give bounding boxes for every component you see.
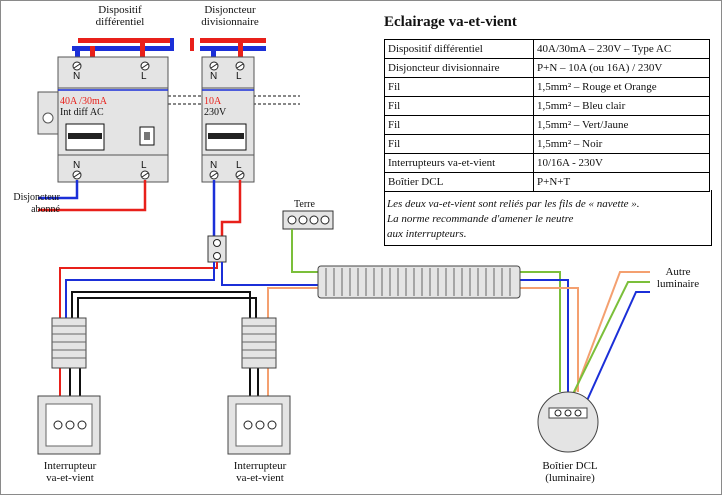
spec-value-cell: P+N – 10A (ou 16A) / 230V	[533, 58, 710, 78]
busbars	[72, 38, 266, 58]
dcl-box[interactable]	[537, 391, 599, 453]
spec-item-cell: Fil	[384, 96, 534, 116]
other-light-label-line1: Autre	[665, 266, 691, 278]
spec-item-cell: Fil	[384, 134, 534, 154]
spec-value-cell: 1,5mm² – Rouge et Orange	[533, 77, 710, 97]
switch2-label: Interrupteur va-et-vient	[218, 460, 302, 484]
breaker-n-bottom: N	[210, 160, 218, 171]
switch1-label-line2: va-et-vient	[46, 472, 94, 484]
diff-l-bottom: L	[141, 160, 147, 171]
spec-value-cell: 40A/30mA – 230V – Type AC	[533, 39, 710, 59]
switch-2[interactable]	[227, 395, 291, 455]
diff-n-bottom: N	[73, 160, 81, 171]
breaker-label-line2: divisionnaire	[201, 16, 259, 28]
breaker-l-top: L	[236, 71, 242, 82]
spec-item-cell: Fil	[384, 115, 534, 135]
other-light-label: Autre luminaire	[648, 266, 708, 290]
spec-title: Eclairage va-et-vient	[384, 14, 517, 30]
switch2-label-line2: va-et-vient	[236, 472, 284, 484]
switch1-label: Interrupteur va-et-vient	[28, 460, 112, 484]
dcl-label-line1: Boîtier DCL	[542, 460, 598, 472]
subscriber-label-line1: Disjoncteur	[13, 192, 60, 203]
dcl-label-line2: (luminaire)	[545, 472, 595, 484]
din-rail	[38, 95, 300, 105]
differential-label-line2: différentiel	[95, 16, 145, 28]
switch-1[interactable]	[37, 395, 101, 455]
breaker-device[interactable]	[201, 56, 255, 183]
spec-item-cell: Fil	[384, 77, 534, 97]
switch2-label-line1: Interrupteur	[233, 460, 287, 472]
earth-label: Terre	[294, 199, 315, 210]
other-light-label-line2: luminaire	[656, 278, 700, 290]
spec-item-cell: Dispositif différentiel	[384, 39, 534, 59]
spec-value-cell: 10/16A - 230V	[533, 153, 710, 173]
subscriber-label-line2: abonné	[31, 204, 60, 215]
diff-n-top: N	[73, 71, 81, 82]
spec-note: Les deux va-et-vient sont reliés par les…	[387, 197, 707, 242]
earth-block	[282, 210, 334, 230]
supply-wires	[38, 180, 147, 212]
differential-label-line1: Dispositif	[98, 4, 142, 16]
spec-item-cell: Disjoncteur divisionnaire	[384, 58, 534, 78]
switch1-sheath	[51, 317, 87, 369]
junction-block	[207, 235, 227, 263]
spec-value-cell: 1,5mm² – Vert/Jaune	[533, 115, 710, 135]
diff-type: Int diff AC	[60, 107, 104, 118]
note-box	[384, 190, 712, 246]
breaker-voltage: 230V	[204, 107, 227, 118]
breaker-n-top: N	[210, 71, 218, 82]
note-line1: Les deux va-et-vient sont reliés par les…	[387, 198, 640, 210]
dcl-label: Boîtier DCL (luminaire)	[528, 460, 612, 484]
spec-value-cell: P+N+T	[533, 172, 710, 192]
breaker-label-line1: Disjoncteur	[204, 4, 256, 16]
switch1-label-line1: Interrupteur	[43, 460, 97, 472]
breaker-output	[212, 180, 242, 238]
circuit-wires	[59, 229, 650, 420]
diff-l-top: L	[141, 71, 147, 82]
breaker-label: Disjoncteur divisionnaire	[195, 4, 265, 28]
breaker-rating: 10A	[204, 96, 222, 107]
differential-label: Dispositif différentiel	[90, 4, 150, 28]
note-line2: La norme recommande d'amener le neutre	[387, 213, 574, 225]
cable-sheath	[317, 265, 521, 299]
diff-rating: 40A /30mA	[60, 96, 107, 107]
spec-value-cell: 1,5mm² – Noir	[533, 134, 710, 154]
spec-item-cell: Interrupteurs va-et-vient	[384, 153, 534, 173]
spec-value-cell: 1,5mm² – Bleu clair	[533, 96, 710, 116]
differential-device[interactable]	[37, 56, 169, 183]
breaker-l-bottom: L	[236, 160, 242, 171]
switch2-sheath	[241, 317, 277, 369]
note-line3: aux interrupteurs.	[387, 228, 467, 240]
subscriber-label: Disjoncteur abonné	[0, 192, 60, 216]
spec-item-cell: Boîtier DCL	[384, 172, 534, 192]
screw-terminals	[72, 61, 245, 180]
